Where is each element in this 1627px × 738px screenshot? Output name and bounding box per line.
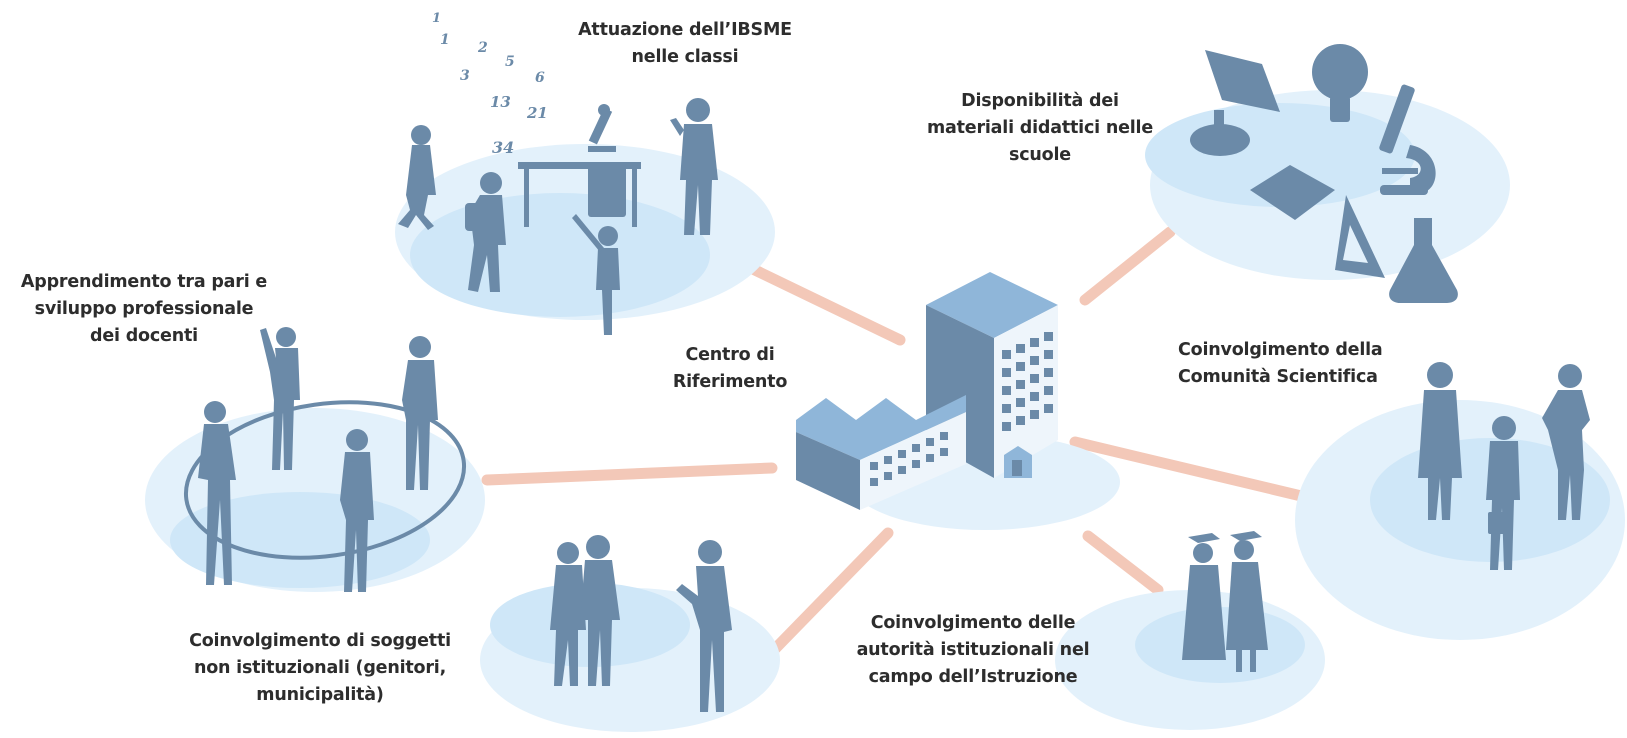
label-peer-learning-line-2: sviluppo professionale [34,299,254,319]
peer-ring [183,400,467,560]
parents-citizens-icon [550,535,732,712]
label-hub-line-2: Riferimento [672,372,788,392]
number-2: 2 [477,40,488,56]
teaching-materials-icon [1190,44,1458,303]
label-non-institutional-line-3: municipalità) [256,685,384,705]
node-classroom-illustration: 1 1 2 5 6 3 13 21 34 [395,11,775,335]
label-authorities-line-1: Coinvolgimento delle [870,613,1076,633]
connector-authorities [1082,530,1164,596]
label-hub: Centro di Riferimento [655,342,805,396]
number-13: 13 [490,93,511,111]
number-34: 34 [492,138,514,157]
number-6: 6 [535,70,545,86]
number-1b: 1 [440,32,450,48]
school-building-icon [796,272,1058,510]
label-scientific-community: Coinvolgimento della Comunità Scientific… [1178,337,1438,391]
label-peer-learning-line-3: dei docenti [90,326,198,346]
node-peer-learning-illustration [145,327,485,592]
label-materials-line-3: scuole [1009,145,1071,165]
node-hub-illustration [796,272,1120,530]
label-non-institutional: Coinvolgimento di soggetti non istituzio… [170,628,470,709]
number-5: 5 [505,54,515,70]
connector-classroom [724,252,906,346]
node-scientific-community-illustration [1295,362,1625,640]
label-classroom-line-1: Attuazione dell’IBSME [578,20,792,40]
label-materials: Disponibilità dei materiali didattici ne… [900,88,1180,169]
label-classroom-line-2: nelle classi [631,47,739,67]
classroom-people-icon [398,98,718,335]
classroom-blob-front [410,193,710,317]
connector-peer-learning [481,462,778,486]
label-peer-learning-line-1: Apprendimento tra pari e [20,272,268,292]
node-non-institutional-illustration [480,535,780,732]
label-classroom: Attuazione dell’IBSME nelle classi [550,17,820,71]
node-authorities-illustration [1055,531,1325,730]
label-authorities-line-2: autorità istituzionali nel [856,640,1090,660]
scientists-icon [1418,362,1590,570]
number-1a: 1 [432,11,441,26]
graduates-icon [1182,531,1268,672]
connector-lines [481,226,1324,660]
floating-numbers: 1 1 2 5 6 3 13 21 34 [432,11,548,157]
label-materials-line-1: Disponibilità dei [961,91,1119,111]
label-authorities-line-3: campo dell’Istruzione [868,667,1078,687]
label-hub-line-1: Centro di [685,345,775,365]
teachers-group-icon [198,327,438,592]
label-scientific-community-line-1: Coinvolgimento della [1178,340,1383,360]
number-21: 21 [526,104,548,122]
node-materials-illustration [1145,44,1510,303]
number-3: 3 [460,68,470,84]
label-non-institutional-line-1: Coinvolgimento di soggetti [189,631,451,651]
connector-materials [1079,226,1176,306]
label-materials-line-2: materiali didattici nelle [926,118,1154,138]
label-authorities: Coinvolgimento delle autorità istituzion… [843,610,1103,691]
connector-non-institutional [764,527,894,660]
label-peer-learning: Apprendimento tra pari e sviluppo profes… [4,269,284,350]
label-scientific-community-line-2: Comunità Scientifica [1178,367,1378,387]
label-non-institutional-line-2: non istituzionali (genitori, [193,658,447,678]
connector-scientific-community [1069,436,1324,506]
